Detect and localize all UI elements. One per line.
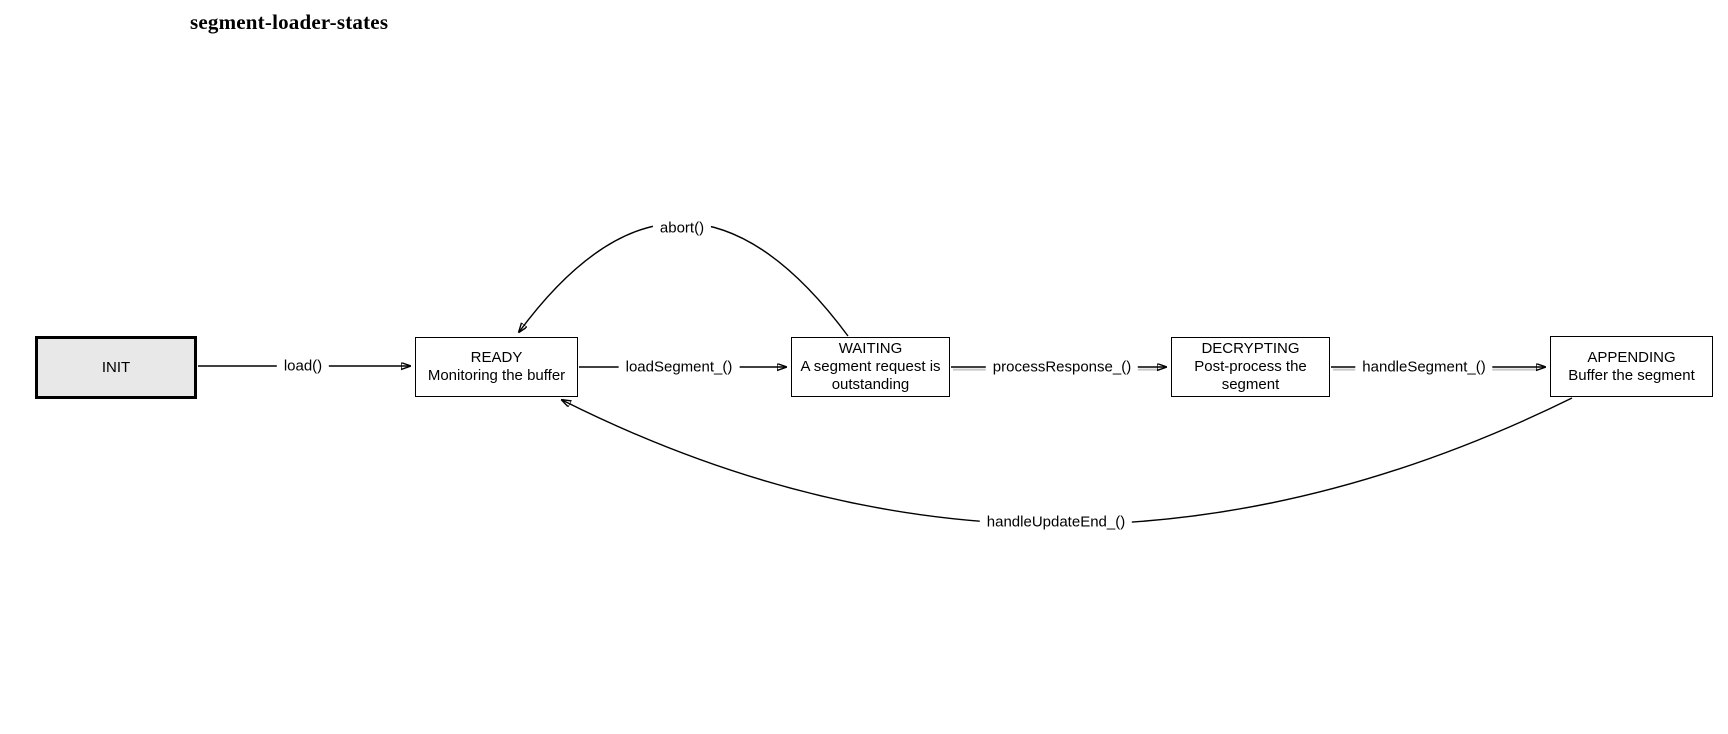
state-node-init: INIT bbox=[35, 336, 197, 399]
state-description: Monitoring the buffer bbox=[427, 367, 566, 384]
state-name: DECRYPTING bbox=[1201, 340, 1300, 357]
state-description: Post-process the segment bbox=[1194, 358, 1307, 393]
state-node-waiting: WAITING A segment request is outstanding bbox=[791, 337, 950, 397]
diagram-title: segment-loader-states bbox=[190, 10, 389, 34]
state-name: WAITING bbox=[838, 340, 903, 357]
edge-label-handle-update-end: handleUpdateEnd_() bbox=[979, 512, 1133, 532]
state-name: APPENDING bbox=[1587, 348, 1676, 366]
edge-label-load-segment: loadSegment_() bbox=[618, 357, 740, 377]
arrow-abort bbox=[519, 222, 849, 337]
state-node-appending: APPENDING Buffer the segment bbox=[1550, 336, 1713, 397]
state-description: Buffer the segment bbox=[1568, 366, 1695, 384]
edge-label-process-response: processResponse_() bbox=[985, 357, 1139, 377]
edge-label-abort: abort() bbox=[652, 218, 712, 238]
edge-label-handle-segment: handleSegment_() bbox=[1355, 357, 1493, 377]
edge-label-load: load() bbox=[276, 356, 330, 376]
state-name: READY bbox=[470, 349, 523, 366]
arrow-handle-update-end bbox=[562, 397, 1573, 526]
state-node-decrypting: DECRYPTING Post-process the segment bbox=[1171, 337, 1330, 397]
state-name: INIT bbox=[101, 358, 131, 376]
state-node-ready: READY Monitoring the buffer bbox=[415, 337, 578, 397]
state-description: A segment request is outstanding bbox=[800, 358, 941, 393]
